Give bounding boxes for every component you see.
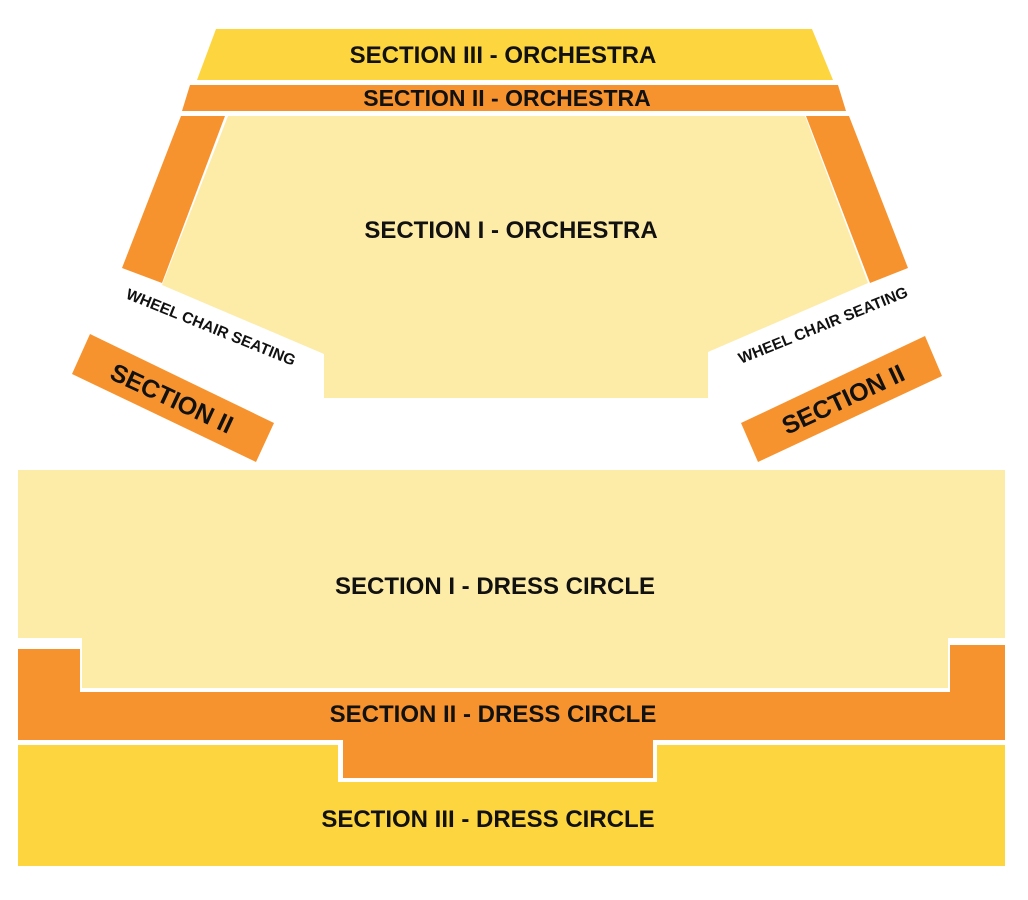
section-3-orchestra-label: SECTION III - ORCHESTRA bbox=[350, 42, 657, 69]
section-3-dress-circle[interactable] bbox=[18, 745, 1005, 866]
section-1-orchestra[interactable] bbox=[162, 116, 868, 398]
section-3-orchestra[interactable] bbox=[197, 29, 833, 80]
section-2-right-side[interactable] bbox=[741, 336, 942, 462]
section-1-dress-circle[interactable] bbox=[18, 470, 1005, 688]
wheelchair-seating-right-area[interactable] bbox=[708, 270, 914, 394]
section-2-left-side[interactable] bbox=[72, 334, 274, 462]
section-1-orchestra-label: SECTION I - ORCHESTRA bbox=[364, 217, 657, 244]
section-2-orchestra[interactable] bbox=[182, 85, 846, 111]
section-2-orchestra-label: SECTION II - ORCHESTRA bbox=[363, 85, 651, 111]
wheelchair-seating-left-area[interactable] bbox=[116, 270, 324, 396]
section-1-dress-circle-label: SECTION I - DRESS CIRCLE bbox=[335, 573, 655, 600]
section-2-orchestra-left-aisle[interactable] bbox=[122, 116, 225, 283]
section-3-dress-circle-label: SECTION III - DRESS CIRCLE bbox=[321, 806, 654, 833]
section-2-orchestra-right-aisle[interactable] bbox=[806, 116, 908, 283]
section-2-dress-circle[interactable] bbox=[18, 645, 1005, 778]
section-2-dress-circle-label: SECTION II - DRESS CIRCLE bbox=[330, 701, 657, 728]
